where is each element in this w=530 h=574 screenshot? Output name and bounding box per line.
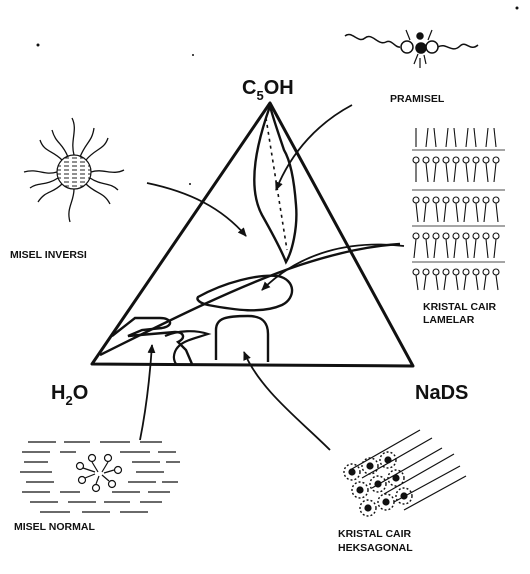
label-kristal-lamelar-1: KRISTAL CAIR bbox=[423, 301, 497, 313]
ternary-triangle bbox=[92, 103, 413, 366]
label-pramisel: PRAMISEL bbox=[390, 93, 445, 105]
vertex-h2o-tail: O bbox=[73, 382, 89, 404]
vertex-h2o-sub: 2 bbox=[65, 393, 72, 408]
vertex-h2o: H2O bbox=[51, 382, 88, 408]
label-misel-inversi: MISEL INVERSI bbox=[10, 249, 87, 261]
speck-4 bbox=[516, 7, 519, 10]
vertex-c5oh-tail: OH bbox=[264, 77, 294, 99]
label-kristal-lamelar-2: LAMELAR bbox=[423, 314, 475, 326]
normal-micelle-inner bbox=[165, 331, 208, 364]
lamellar-region-boundary bbox=[197, 276, 292, 311]
hexagonal-illustration bbox=[344, 430, 466, 516]
vertex-c5oh-main: C bbox=[242, 77, 256, 99]
misel-normal-illustration bbox=[20, 442, 180, 512]
speck-3 bbox=[189, 183, 191, 185]
label-misel-normal: MISEL NORMAL bbox=[14, 521, 95, 533]
inverse-micelle-boundary bbox=[254, 106, 296, 262]
lamellar-illustration bbox=[412, 128, 505, 290]
speck-2 bbox=[192, 54, 194, 56]
arrow-pramisel bbox=[276, 105, 352, 190]
pramisel-illustration bbox=[345, 30, 478, 68]
vertex-c5oh: C5OH bbox=[242, 77, 294, 103]
vertex-c5oh-sub: 5 bbox=[256, 88, 263, 103]
arrow-kristal-lamelar bbox=[262, 245, 404, 290]
label-kristal-heksagonal-2: HEKSAGONAL bbox=[338, 542, 413, 554]
label-kristal-heksagonal-1: KRISTAL CAIR bbox=[338, 528, 412, 540]
vertex-h2o-main: H bbox=[51, 382, 65, 404]
speck-1 bbox=[37, 44, 40, 47]
misel-inversi-illustration bbox=[24, 118, 124, 222]
arrow-misel-normal bbox=[140, 345, 152, 440]
vertex-nads: NaDS bbox=[415, 382, 468, 404]
hexagonal-region-boundary bbox=[216, 316, 268, 362]
